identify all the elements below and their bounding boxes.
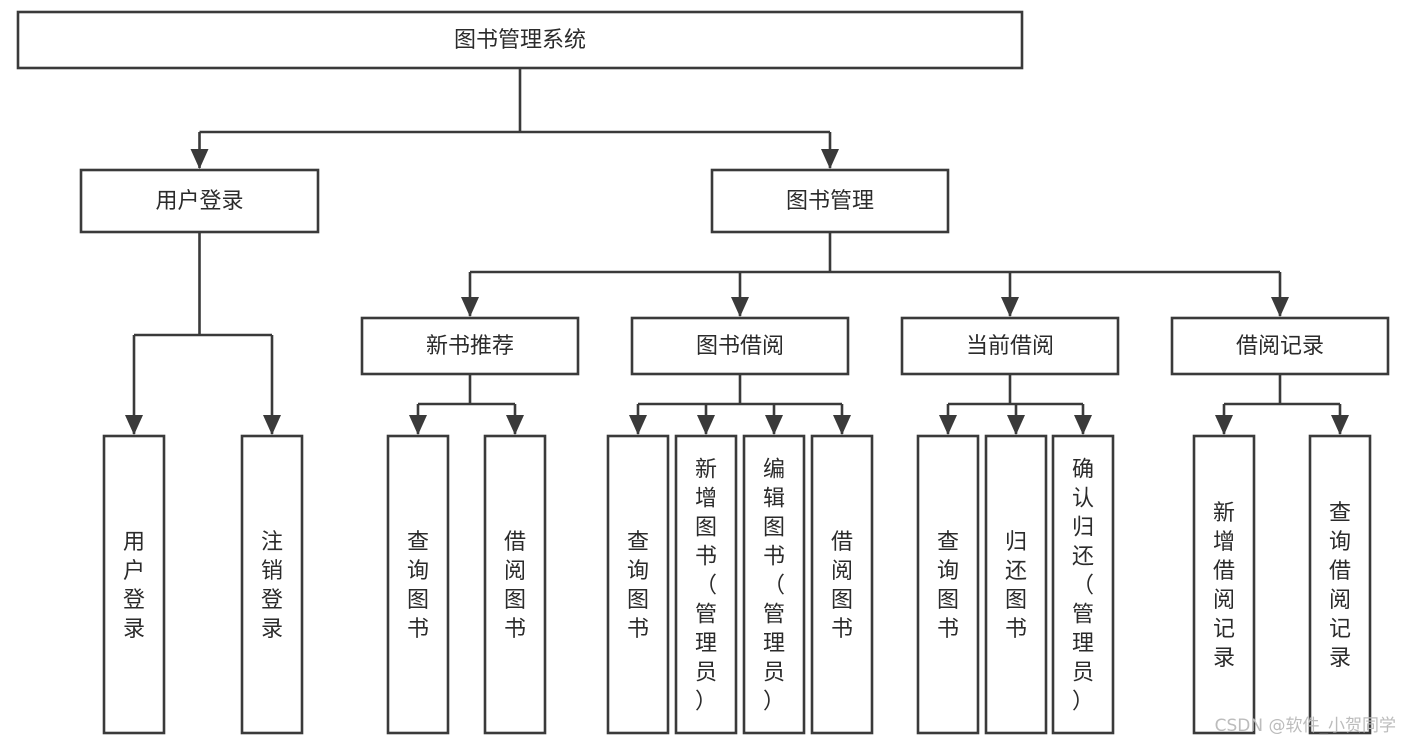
node-label: 图书管理 [786,189,874,214]
node-rect[interactable] [630,316,850,376]
node-label: 借阅记录 [1236,334,1324,359]
node-label: 图书借阅 [696,334,784,359]
module-node-user-login[interactable]: 用户登录 [79,168,320,234]
leaf-node-leaf-return-book[interactable]: 归还图书 [984,434,1048,735]
node-rect[interactable] [900,316,1120,376]
arrow-head-icon [731,297,749,317]
node-label: 借阅图书 [504,530,526,642]
submodule-node-book-borrow[interactable]: 图书借阅 [630,316,850,376]
arrow-head-icon [765,415,783,435]
node-label: 编辑图书（管理员） [763,458,785,715]
node-rect[interactable] [240,434,304,735]
node-rect[interactable] [79,168,320,234]
node-label: 注销登录 [261,530,283,642]
node-rect[interactable] [102,434,166,735]
arrow-head-icon [1215,415,1233,435]
node-rect[interactable] [674,434,738,735]
node-rect[interactable] [742,434,806,735]
node-label: 当前借阅 [966,334,1054,359]
node-label: 新书推荐 [426,334,514,359]
node-rect[interactable] [360,316,580,376]
node-layer: 图书管理系统用户登录图书管理新书推荐图书借阅当前借阅借阅记录用户登录注销登录查询… [16,10,1390,735]
leaf-node-leaf-add-record[interactable]: 新增借阅记录 [1192,434,1256,735]
node-rect[interactable] [386,434,450,735]
node-rect[interactable] [1308,434,1372,735]
arrow-head-icon [1007,415,1025,435]
node-rect[interactable] [810,434,874,735]
node-rect[interactable] [710,168,950,234]
csdn-watermark: CSDN @软件_小贺同学 [1215,716,1396,736]
arrow-head-icon [125,415,143,435]
node-label: 用户登录 [123,530,145,642]
node-label: 新增图书（管理员） [695,458,717,715]
node-label: 查询图书 [937,530,959,642]
node-label: 查询借阅记录 [1329,501,1351,671]
arrow-head-icon [506,415,524,435]
node-rect[interactable] [16,10,1024,70]
node-label: 归还图书 [1005,530,1027,642]
leaf-node-leaf-query-book-1[interactable]: 查询图书 [386,434,450,735]
root-node-root[interactable]: 图书管理系统 [16,10,1024,70]
node-label: 借阅图书 [831,530,853,642]
arrow-head-icon [1001,297,1019,317]
node-rect[interactable] [984,434,1048,735]
node-label: 图书管理系统 [454,28,586,53]
leaf-node-leaf-confirm-return[interactable]: 确认归还（管理员） [1051,434,1115,735]
node-label: 用户登录 [155,189,243,214]
leaf-node-leaf-edit-book[interactable]: 编辑图书（管理员） [742,434,806,735]
leaf-node-leaf-query-book-3[interactable]: 查询图书 [916,434,980,735]
leaf-node-leaf-borrow-book-2[interactable]: 借阅图书 [810,434,874,735]
arrow-head-icon [939,415,957,435]
submodule-node-borrow-record[interactable]: 借阅记录 [1170,316,1390,376]
arrow-head-icon [409,415,427,435]
node-label: 确认归还（管理员） [1072,458,1094,715]
node-label: 查询图书 [627,530,649,642]
leaf-node-leaf-user-logout[interactable]: 注销登录 [240,434,304,735]
leaf-node-leaf-borrow-book-1[interactable]: 借阅图书 [483,434,547,735]
node-rect[interactable] [916,434,980,735]
arrow-head-icon [1074,415,1092,435]
node-label: 查询图书 [407,530,429,642]
node-rect[interactable] [1170,316,1390,376]
leaf-node-leaf-add-book[interactable]: 新增图书（管理员） [674,434,738,735]
arrow-head-icon [821,149,839,169]
leaf-node-leaf-user-login[interactable]: 用户登录 [102,434,166,735]
arrow-head-icon [190,149,209,169]
arrow-head-icon [263,415,281,435]
arrow-head-icon [1331,415,1349,435]
node-rect[interactable] [1051,434,1115,735]
arrow-head-icon [697,415,715,435]
submodule-node-new-book-rec[interactable]: 新书推荐 [360,316,580,376]
node-rect[interactable] [606,434,670,735]
arrow-head-icon [833,415,851,435]
leaf-node-leaf-query-book-2[interactable]: 查询图书 [606,434,670,735]
node-rect[interactable] [1192,434,1256,735]
module-node-book-manage[interactable]: 图书管理 [710,168,950,234]
submodule-node-current-borrow[interactable]: 当前借阅 [900,316,1120,376]
arrow-head-icon [461,297,479,317]
connector-layer [125,68,1349,435]
arrow-head-icon [1271,297,1289,317]
leaf-node-leaf-query-record[interactable]: 查询借阅记录 [1308,434,1372,735]
node-rect[interactable] [483,434,547,735]
arrow-head-icon [629,415,647,435]
node-label: 新增借阅记录 [1213,501,1235,671]
